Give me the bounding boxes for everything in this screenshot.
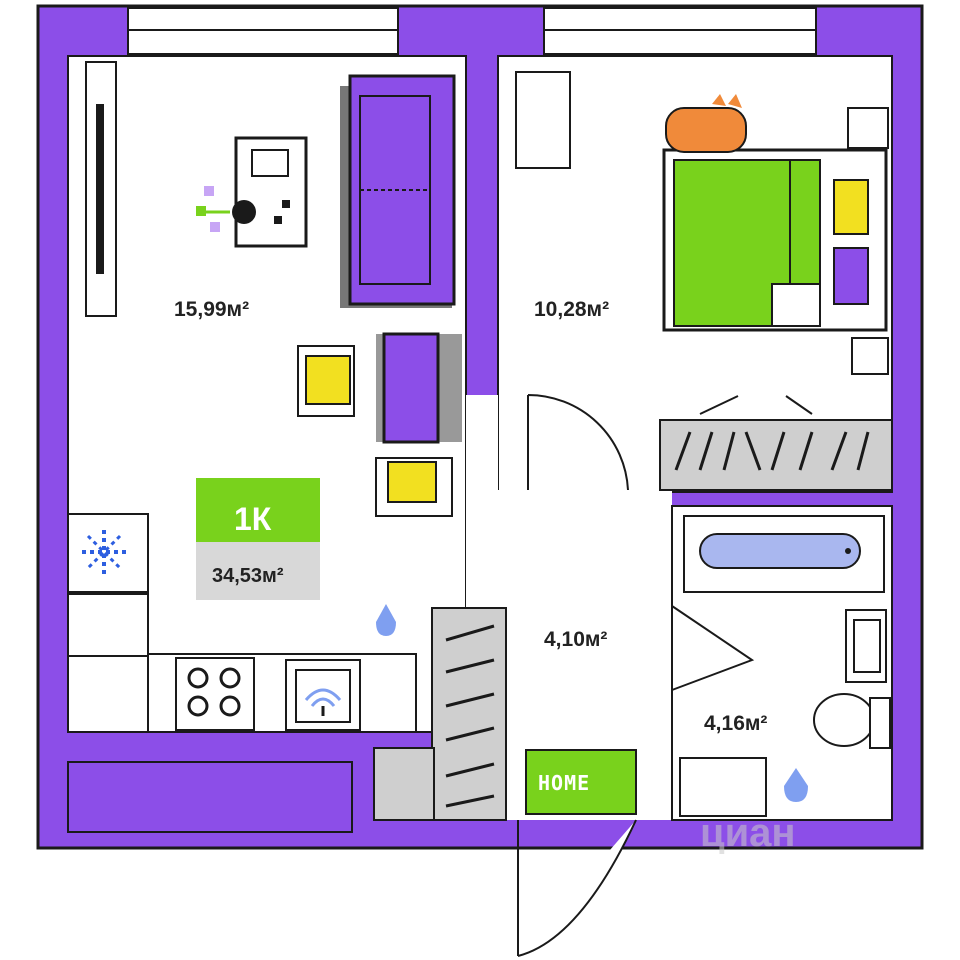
watermark: циан <box>700 811 796 855</box>
room-count-label: 1К <box>234 501 272 537</box>
sink <box>845 609 887 683</box>
bed <box>662 148 888 332</box>
washing-cabinet <box>679 757 767 817</box>
wardrobe-top <box>515 71 571 169</box>
hall-area: 4,10м² <box>544 628 607 651</box>
chair-left <box>297 345 355 417</box>
total-area-label: 34,53м² <box>212 565 284 587</box>
living-room-area: 15,99м² <box>174 298 249 321</box>
dining-table <box>376 332 462 444</box>
door-swing-bathroom <box>671 605 755 691</box>
bedroom-wardrobe <box>659 395 893 491</box>
nightstand-bottom <box>851 337 889 375</box>
desk <box>232 136 308 248</box>
bathtub <box>683 515 885 593</box>
flower-icon <box>196 186 230 232</box>
stove-icon <box>175 657 255 731</box>
hall-wardrobe <box>373 607 507 821</box>
bathroom-area: 4,16м² <box>704 712 767 735</box>
kitchen-counter <box>67 593 149 657</box>
washer-icon <box>285 659 361 731</box>
hall-floor-top <box>466 395 498 495</box>
lower-left-block <box>67 761 353 833</box>
bedroom-area: 10,28м² <box>534 298 609 321</box>
toilet <box>813 693 891 749</box>
water-drop-icon <box>784 768 808 802</box>
home-sign-label: HOME <box>538 771 590 795</box>
door-swing-bedroom <box>527 393 629 491</box>
nightstand <box>847 107 889 149</box>
water-drop-icon <box>376 604 396 636</box>
sofa <box>340 74 456 308</box>
cat-icon <box>665 94 747 153</box>
apartment-badge: 1К 34,53м² <box>196 478 320 600</box>
entrance-door <box>517 819 637 957</box>
home-sign: HOME <box>525 749 637 815</box>
chair-bottom <box>375 457 453 517</box>
